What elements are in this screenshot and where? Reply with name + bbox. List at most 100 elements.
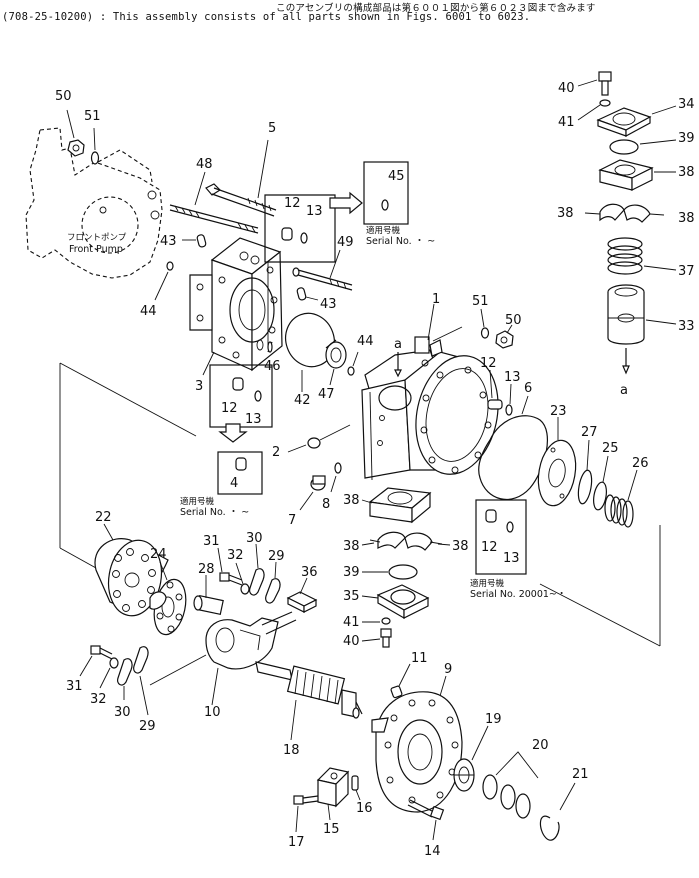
gasket-6: [478, 415, 548, 500]
split-flange-38-top: [584, 203, 665, 223]
part-label-12-top: 12: [284, 196, 301, 211]
leader-20: [495, 751, 539, 779]
part-label-27: 27: [581, 425, 598, 440]
o-ring-39-center: [388, 564, 418, 580]
cover-35: [376, 584, 430, 620]
part-label-43-left: 43: [160, 234, 177, 249]
part-label-40-center: 40: [343, 634, 360, 649]
arrow-to-45: [329, 191, 363, 215]
part-label-31-lower: 31: [66, 679, 83, 694]
bolt-31-lower: [90, 645, 113, 660]
ring-20b: [500, 784, 516, 810]
serial-jp-2: 適用号機: [180, 496, 215, 507]
inset-box-45: [363, 161, 409, 225]
bolt-31-upper: [219, 572, 243, 586]
part-label-44-right: 44: [357, 334, 374, 349]
view-a-arrow-top: [394, 369, 402, 378]
part-label-42: 42: [294, 393, 311, 408]
part-label-51-right: 51: [472, 294, 489, 309]
header-assembly-note: (708-25-10200) : This assembly consists …: [2, 11, 531, 23]
part-label-19: 19: [485, 712, 502, 727]
ring-20c: [515, 793, 531, 819]
washer-41-top: [599, 99, 611, 107]
view-a-label-top: a: [394, 337, 402, 352]
bolt-17: [293, 795, 319, 805]
part-label-4: 4: [230, 476, 238, 491]
part-label-17: 17: [288, 835, 305, 850]
ring-25: [593, 481, 607, 511]
part-label-18: 18: [283, 743, 300, 758]
stud-48: [169, 204, 259, 234]
part-label-3: 3: [195, 379, 203, 394]
part-label-13-right: 13: [504, 370, 521, 385]
end-cover-3: [189, 237, 283, 372]
part-label-12-right: 12: [480, 356, 497, 371]
oil-seal-19: [453, 758, 475, 792]
bearing-47: [325, 339, 347, 369]
part-label-38-mid-left: 38: [557, 206, 574, 221]
pin-43-left: [196, 234, 207, 248]
inset-box-4: [217, 451, 263, 495]
o-ring-39-top: [609, 139, 639, 155]
shaft-18: [255, 661, 363, 719]
part-label-2: 2: [272, 445, 280, 460]
pin-16: [351, 775, 359, 791]
flange-38-center: [368, 487, 432, 524]
front-cover-9: [371, 691, 463, 813]
bolt-5: [205, 183, 277, 217]
serial-en-1: Serial No. ・ ~: [366, 236, 435, 247]
part-label-1: 1: [432, 292, 440, 307]
valve-plate-23: [537, 439, 577, 507]
plug-11: [390, 685, 403, 699]
pin-46: [267, 341, 273, 353]
pin-43-right: [296, 287, 307, 301]
washer-41-center: [381, 617, 391, 625]
serial-jp-3: 適用号機: [470, 578, 505, 589]
part-label-31-upper: 31: [203, 534, 220, 549]
plate-29-upper: [265, 578, 281, 604]
ring-44-left: [166, 261, 174, 271]
ring-13-right: [505, 404, 513, 416]
part-label-14: 14: [424, 844, 441, 859]
pin-12-right: [487, 399, 503, 410]
part-label-32-lower: 32: [90, 692, 107, 707]
spherical-bushing-28: [193, 594, 224, 616]
washer-32-lower: [109, 657, 119, 669]
part-label-28: 28: [198, 562, 215, 577]
part-label-47: 47: [318, 387, 335, 402]
nut-50-left: [67, 139, 85, 157]
washer-32-upper: [240, 583, 250, 595]
part-label-29-lower: 29: [139, 719, 156, 734]
part-label-45: 45: [388, 169, 405, 184]
pump-case-1: [361, 326, 499, 481]
part-label-21: 21: [572, 767, 589, 782]
swash-plate-10: [205, 611, 297, 670]
front-pump-jp-label: フロントポンプ: [67, 233, 127, 243]
bolt-40-top: [598, 71, 612, 96]
part-label-13-left: 13: [245, 412, 262, 427]
part-label-40-top: 40: [558, 81, 575, 96]
part-label-50: 50: [55, 89, 72, 104]
view-a-arrow-bottom: [622, 365, 630, 375]
part-label-43-right: 43: [320, 297, 337, 312]
flange-38-top: [598, 159, 654, 191]
part-label-23: 23: [550, 404, 567, 419]
part-label-41-center: 41: [343, 615, 360, 630]
part-label-24: 24: [150, 547, 167, 562]
stud-49: [292, 267, 353, 291]
part-label-50-right: 50: [505, 313, 522, 328]
part-label-36: 36: [301, 565, 318, 580]
serial-jp-1: 適用号機: [366, 225, 401, 236]
cover-34: [596, 107, 652, 138]
part-label-38-mid-right: 38: [678, 211, 695, 226]
part-label-49: 49: [337, 235, 354, 250]
plug-7: [310, 475, 326, 491]
part-label-6: 6: [524, 381, 532, 396]
part-label-10: 10: [204, 705, 221, 720]
view-a-label-bottom: a: [620, 383, 628, 398]
part-label-39-center: 39: [343, 565, 360, 580]
part-label-13-lower-right: 13: [503, 551, 520, 566]
slide-36: [286, 591, 318, 613]
part-label-34: 34: [678, 97, 695, 112]
